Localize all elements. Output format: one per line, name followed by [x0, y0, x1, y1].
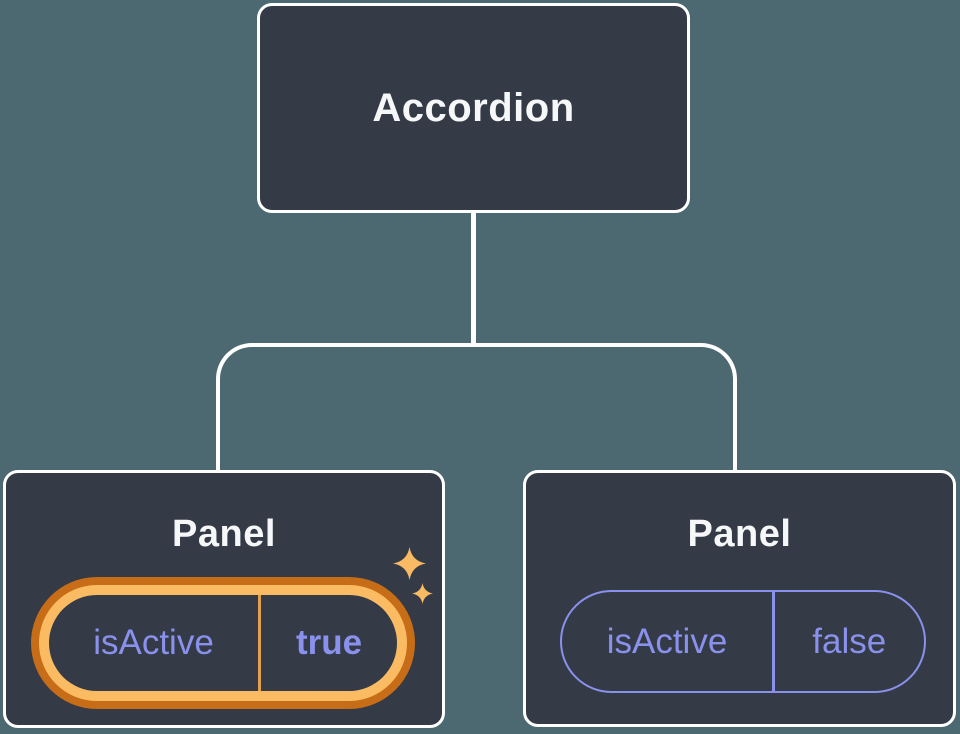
state-key-label: isActive	[606, 621, 728, 661]
connector-branch	[216, 343, 737, 470]
sparkle-icon	[393, 547, 426, 580]
state-pill-inactive: isActive false	[560, 590, 926, 693]
state-pill-active: isActive true	[31, 577, 415, 709]
connector-stem	[471, 211, 476, 345]
panel-label: Panel	[172, 513, 276, 555]
panel-label: Panel	[687, 513, 792, 555]
state-key-label: isActive	[93, 623, 214, 662]
state-value-label: true	[295, 623, 363, 662]
node-accordion: Accordion	[257, 3, 690, 213]
node-panel-inactive: Panel isActive false	[523, 470, 956, 727]
state-pill-active-body: isActive true	[49, 595, 397, 691]
pill-divider	[258, 595, 261, 691]
sparkle-icon	[412, 583, 433, 604]
state-pill-active-ring: isActive true	[39, 585, 407, 701]
node-panel-active: Panel isActive true	[3, 470, 445, 728]
state-value-label: false	[812, 621, 887, 661]
pill-divider	[772, 592, 775, 691]
accordion-label: Accordion	[372, 85, 575, 130]
